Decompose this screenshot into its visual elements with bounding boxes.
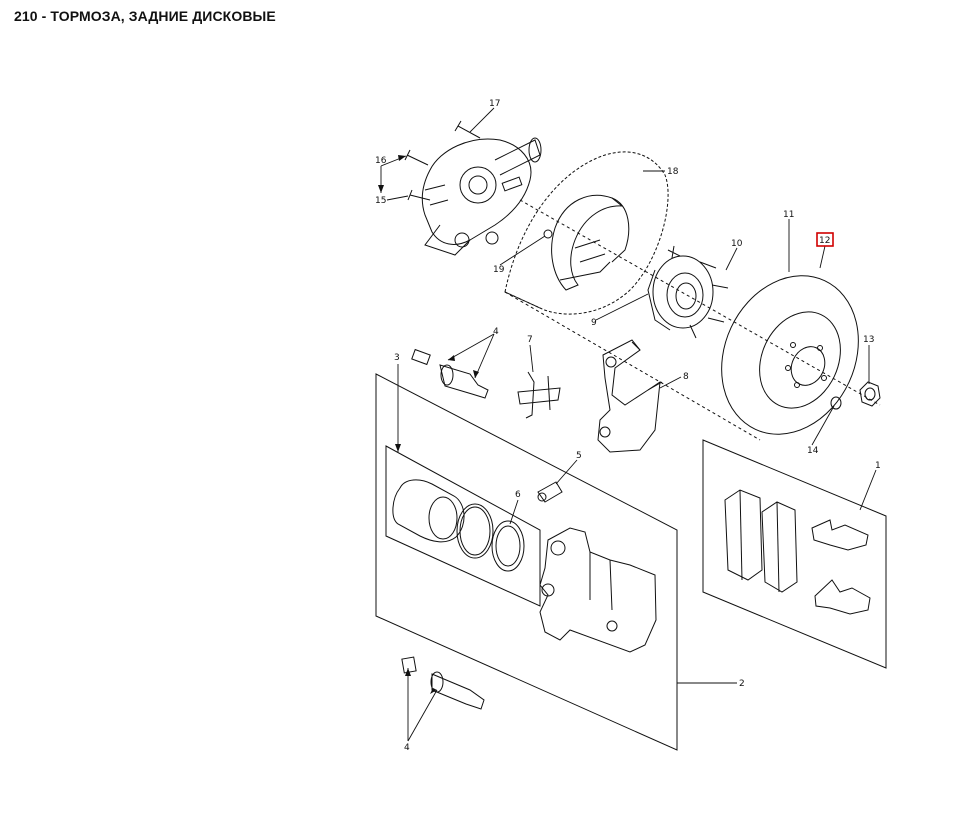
callout-4-lower[interactable]: 4 — [404, 743, 410, 753]
callout-2[interactable]: 2 — [739, 679, 745, 689]
callout-labels: 1 2 3 4 4 5 6 7 8 9 10 11 12 13 14 15 16… — [375, 99, 881, 753]
callout-6[interactable]: 6 — [515, 490, 521, 500]
leader-arrows — [378, 155, 479, 694]
page-title: 210 - ТОРМОЗА, ЗАДНИЕ ДИСКОВЫЕ — [14, 8, 276, 24]
brake-pad-inner — [724, 489, 763, 581]
callout-19[interactable]: 19 — [493, 265, 505, 275]
callout-18[interactable]: 18 — [667, 167, 679, 177]
callout-12-highlight — [816, 232, 834, 247]
caliper-group-frame — [375, 373, 678, 751]
pad-clip-upper — [811, 519, 869, 551]
anti-rattle-clip — [517, 371, 561, 419]
guide-pin-lower — [401, 656, 485, 710]
hub-nut — [859, 381, 881, 407]
pads-group-frame — [702, 439, 887, 669]
callout-10[interactable]: 10 — [731, 239, 743, 249]
callout-13[interactable]: 13 — [863, 335, 874, 345]
callout-3[interactable]: 3 — [394, 353, 400, 363]
callout-14[interactable]: 14 — [807, 446, 819, 456]
callout-4-upper[interactable]: 4 — [493, 327, 499, 337]
piston-boot — [491, 520, 525, 572]
knuckle-assembly — [404, 120, 542, 256]
caliper-piston — [392, 479, 465, 543]
brake-pad-outer — [761, 501, 798, 593]
callout-8[interactable]: 8 — [683, 372, 689, 382]
callout-5[interactable]: 5 — [576, 451, 582, 461]
pad-clip-lower — [814, 579, 871, 615]
callout-16[interactable]: 16 — [375, 156, 387, 166]
backing-plate-outline — [504, 151, 669, 315]
callout-7[interactable]: 7 — [527, 335, 533, 345]
callout-9[interactable]: 9 — [591, 318, 597, 328]
callout-1[interactable]: 1 — [875, 461, 881, 471]
callout-15[interactable]: 15 — [375, 196, 386, 206]
callout-17[interactable]: 17 — [489, 99, 500, 109]
wheel-hub — [647, 245, 729, 339]
bleeder-screw — [537, 481, 563, 503]
rotor-screw — [830, 396, 842, 410]
callout-11[interactable]: 11 — [783, 210, 794, 220]
axis-line-lower — [504, 291, 761, 441]
caliper-body — [539, 527, 657, 653]
leader-lines — [380, 107, 877, 742]
callout-12[interactable]: 12 — [819, 236, 830, 246]
parking-brake-shoe — [543, 194, 630, 291]
piston-group-frame — [385, 445, 541, 607]
caliper-bracket — [597, 339, 663, 453]
brake-rotor — [721, 275, 859, 435]
guide-pin-upper — [411, 348, 489, 399]
axis-line-upper — [519, 199, 881, 406]
piston-seal — [456, 503, 494, 559]
